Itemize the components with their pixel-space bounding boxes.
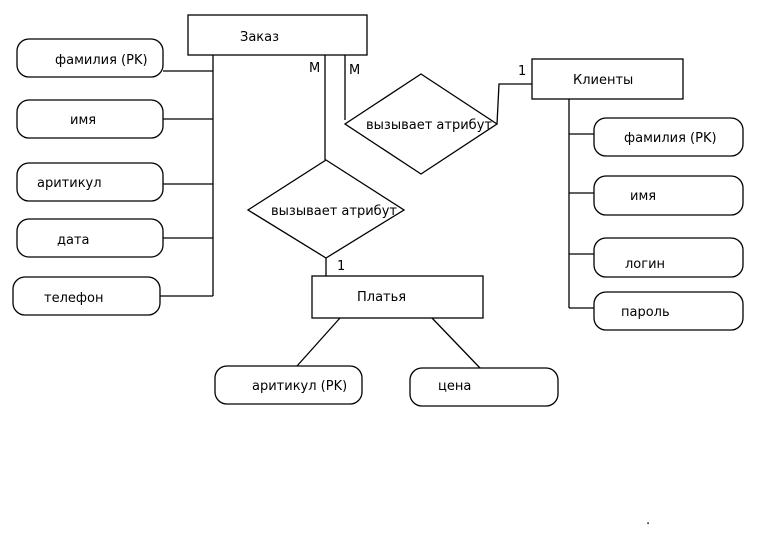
- clients-attribute-1: фамилия (PK): [593, 117, 744, 157]
- clients-attribute-1-label: фамилия (PK): [624, 131, 717, 146]
- relationship-order-clients: вызывает атрибут: [343, 73, 499, 175]
- dresses-attribute-2-label: цена: [438, 379, 471, 394]
- entity-clients-box: [531, 58, 684, 100]
- cardinality-order-left: M: [309, 61, 320, 76]
- clients-attribute-2-shape: [593, 175, 744, 216]
- order-attribute-2-label: имя: [70, 113, 96, 128]
- entity-clients: Клиенты: [531, 58, 684, 100]
- entity-dresses: Платья: [311, 275, 484, 319]
- dresses-attribute-1-shape: [214, 365, 363, 405]
- cardinality-clients: 1: [518, 64, 526, 79]
- relationship-order-clients-diamond: [343, 73, 499, 175]
- order-attribute-1-label: фамилия (PK): [55, 53, 148, 68]
- order-attribute-5-shape: [12, 276, 161, 316]
- order-attribute-2-shape: [16, 99, 164, 139]
- clients-attribute-3-shape: [593, 237, 744, 278]
- clients-attribute-4-shape: [593, 291, 744, 331]
- order-attribute-2: имя: [16, 99, 164, 139]
- footer-mark: .: [646, 513, 650, 528]
- clients-attribute-1-shape: [593, 117, 744, 157]
- dresses-attr-connector-2: [431, 317, 481, 369]
- dresses-attribute-2: цена: [409, 367, 559, 407]
- entity-order-box: [187, 14, 368, 56]
- order-attribute-4-shape: [16, 218, 164, 258]
- clients-attribute-2: имя: [593, 175, 744, 216]
- order-attribute-4: дата: [16, 218, 164, 258]
- cardinality-order-right: M: [349, 63, 360, 78]
- relationship-order-dresses-label: вызывает атрибут: [271, 204, 397, 219]
- clients-attribute-4-label: пароль: [621, 305, 670, 320]
- clients-attribute-2-label: имя: [630, 189, 656, 204]
- entity-order-label: Заказ: [240, 30, 279, 45]
- entity-clients-label: Клиенты: [573, 73, 633, 88]
- dresses-attribute-1-label: аритикул (PK): [252, 379, 347, 394]
- dresses-attr-connector-1: [296, 317, 341, 367]
- order-attribute-3-shape: [16, 162, 164, 202]
- relationship-order-dresses: вызывает атрибут: [246, 159, 406, 259]
- entity-dresses-box: [311, 275, 484, 319]
- relationship-order-clients-label: вызывает атрибут: [366, 118, 492, 133]
- order-attribute-3: аритикул: [16, 162, 164, 202]
- cardinality-dresses: 1: [337, 259, 345, 274]
- order-attribute-4-label: дата: [57, 233, 90, 248]
- order-attribute-1: фамилия (PK): [16, 38, 164, 78]
- entity-dresses-label: Платья: [357, 290, 406, 305]
- order-attribute-5: телефон: [12, 276, 161, 316]
- relationship-order-dresses-diamond: [246, 159, 406, 259]
- entity-order: Заказ: [187, 14, 368, 56]
- order-attribute-3-label: аритикул: [37, 176, 102, 191]
- order-attribute-5-label: телефон: [44, 291, 103, 306]
- order-attribute-1-shape: [16, 38, 164, 78]
- order-clients-link-right: [496, 83, 532, 125]
- dresses-attribute-2-shape: [409, 367, 559, 407]
- clients-attribute-3: логин: [593, 237, 744, 278]
- dresses-attribute-1: аритикул (PK): [214, 365, 363, 405]
- clients-attribute-3-label: логин: [625, 257, 665, 272]
- clients-attribute-4: пароль: [593, 291, 744, 331]
